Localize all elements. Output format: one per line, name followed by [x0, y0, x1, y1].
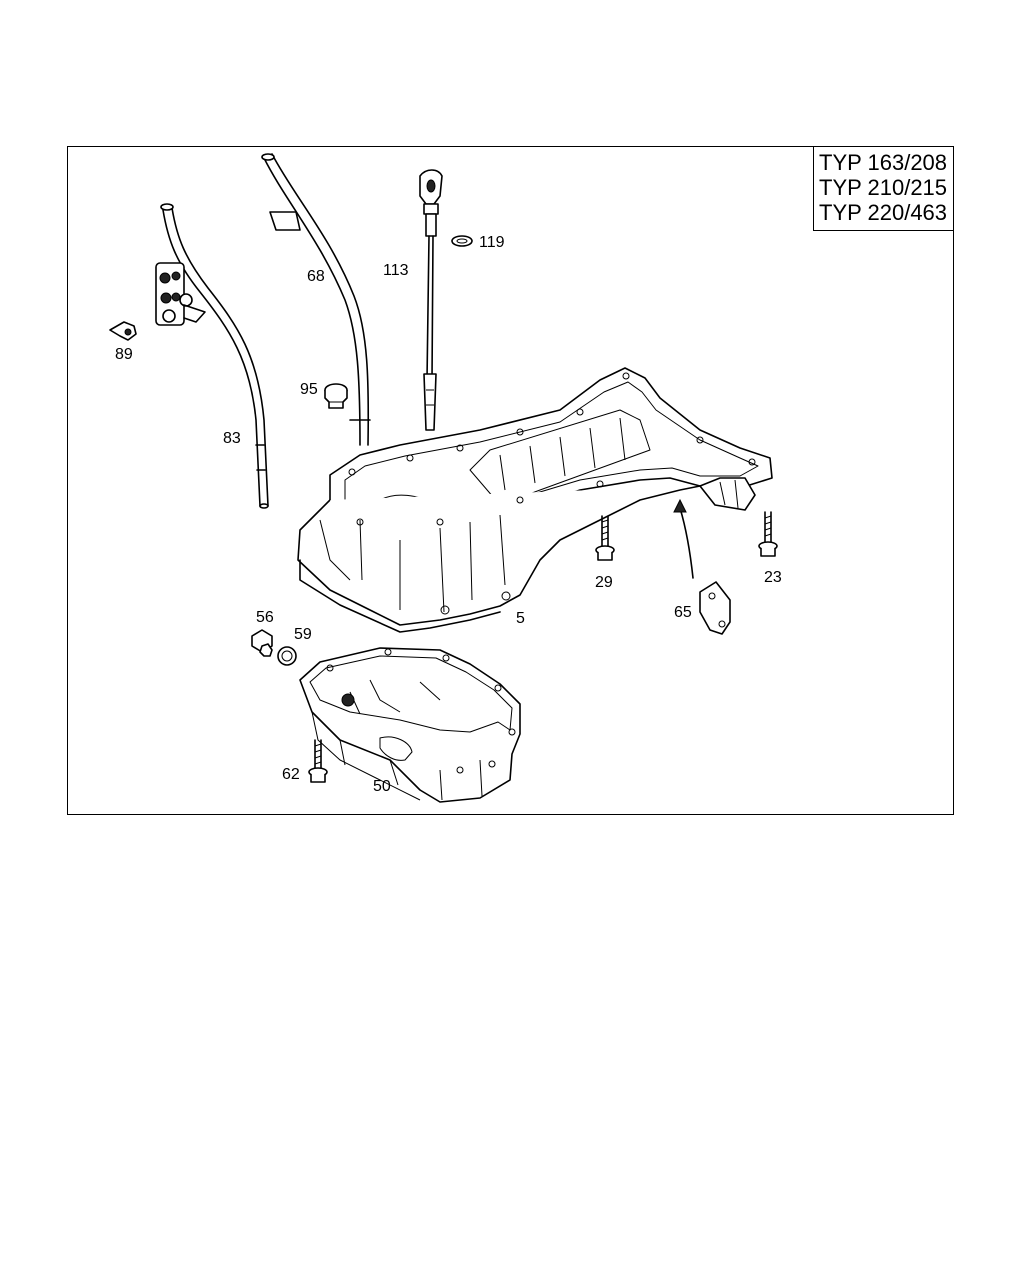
callout-68: 68 — [307, 268, 325, 285]
callout-62: 62 — [282, 766, 300, 783]
part-5-upper-oil-pan — [297, 367, 773, 633]
type-line-1: TYP 163/208 — [819, 150, 948, 175]
callout-65: 65 — [674, 604, 692, 621]
part-119-o-ring — [451, 235, 473, 247]
part-65-cover-plate — [673, 498, 731, 635]
callout-29: 29 — [595, 574, 613, 591]
type-line-2: TYP 210/215 — [819, 175, 948, 200]
part-83-guide-tube — [155, 203, 269, 509]
callout-23: 23 — [764, 569, 782, 586]
part-59-seal-ring — [277, 646, 297, 666]
part-68-guide-tube — [261, 153, 371, 446]
part-95-plug — [324, 383, 348, 409]
callout-5: 5 — [516, 610, 525, 627]
callout-56: 56 — [256, 609, 274, 626]
callout-59: 59 — [294, 626, 312, 643]
callout-50: 50 — [373, 778, 391, 795]
callout-83: 83 — [223, 430, 241, 447]
callout-89: 89 — [115, 346, 133, 363]
part-50-lower-oil-pan — [299, 647, 521, 803]
callout-113: 113 — [383, 262, 409, 279]
part-56-drain-plug — [251, 629, 273, 657]
part-23-bolt — [758, 511, 778, 557]
part-29-bolt — [595, 515, 615, 561]
part-113-dipstick — [419, 169, 443, 431]
callout-119: 119 — [479, 234, 505, 251]
part-62-bolt — [308, 739, 328, 783]
part-89-clip — [109, 321, 137, 341]
diagram-frame: TYP 163/208 TYP 210/215 TYP 220/463 — [67, 146, 954, 815]
type-line-3: TYP 220/463 — [819, 200, 948, 225]
callout-95: 95 — [300, 381, 318, 398]
type-designation-box: TYP 163/208 TYP 210/215 TYP 220/463 — [813, 146, 954, 231]
